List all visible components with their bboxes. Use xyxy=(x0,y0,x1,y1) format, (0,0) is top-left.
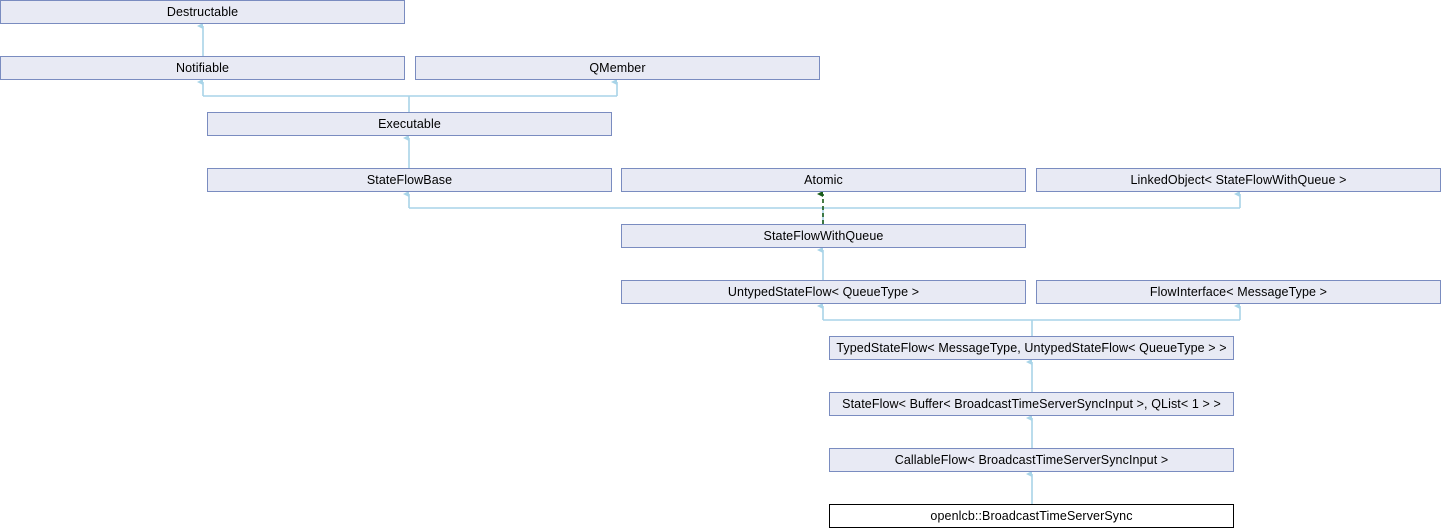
class-node-broadcasttimeserversync[interactable]: openlcb::BroadcastTimeServerSync xyxy=(829,504,1234,528)
class-node-notifiable[interactable]: Notifiable xyxy=(0,56,405,80)
class-node-stateflowwithqueue[interactable]: StateFlowWithQueue xyxy=(621,224,1026,248)
class-node-flowinterface[interactable]: FlowInterface< MessageType > xyxy=(1036,280,1441,304)
class-node-callableflow[interactable]: CallableFlow< BroadcastTimeServerSyncInp… xyxy=(829,448,1234,472)
class-node-label: QMember xyxy=(589,60,646,75)
class-node-label: Executable xyxy=(378,116,441,131)
class-node-label: Atomic xyxy=(804,172,843,187)
class-node-atomic[interactable]: Atomic xyxy=(621,168,1026,192)
class-node-label: CallableFlow< BroadcastTimeServerSyncInp… xyxy=(894,452,1169,467)
class-node-label: StateFlow< Buffer< BroadcastTimeServerSy… xyxy=(842,396,1221,411)
class-node-linkedobject[interactable]: LinkedObject< StateFlowWithQueue > xyxy=(1036,168,1441,192)
class-node-label: TypedStateFlow< MessageType, UntypedStat… xyxy=(836,340,1227,355)
class-node-destructable[interactable]: Destructable xyxy=(0,0,405,24)
class-node-qmember[interactable]: QMember xyxy=(415,56,820,80)
class-node-label: StateFlowWithQueue xyxy=(763,228,884,243)
class-node-label: FlowInterface< MessageType > xyxy=(1149,284,1328,299)
class-node-label: Destructable xyxy=(166,4,239,19)
class-node-stateflow[interactable]: StateFlow< Buffer< BroadcastTimeServerSy… xyxy=(829,392,1234,416)
class-node-label: StateFlowBase xyxy=(366,172,453,187)
class-node-label: Notifiable xyxy=(175,60,230,75)
class-node-untypedstateflow[interactable]: UntypedStateFlow< QueueType > xyxy=(621,280,1026,304)
inheritance-edges xyxy=(197,23,1241,504)
class-node-label: UntypedStateFlow< QueueType > xyxy=(727,284,920,299)
class-node-stateflowbase[interactable]: StateFlowBase xyxy=(207,168,612,192)
class-node-typedstateflow[interactable]: TypedStateFlow< MessageType, UntypedStat… xyxy=(829,336,1234,360)
class-node-label: LinkedObject< StateFlowWithQueue > xyxy=(1130,172,1347,187)
class-node-executable[interactable]: Executable xyxy=(207,112,612,136)
class-node-label: openlcb::BroadcastTimeServerSync xyxy=(930,508,1133,523)
